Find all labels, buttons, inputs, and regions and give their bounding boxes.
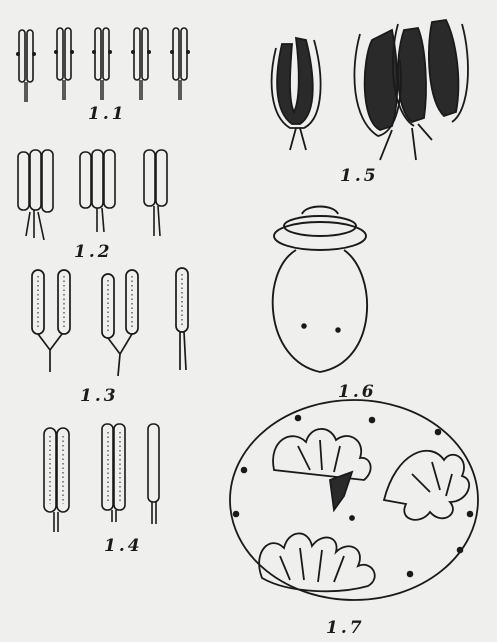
figure-label-1-7: 1.7: [326, 618, 365, 638]
figure-1-7-drawing: [230, 400, 478, 600]
figure-1-6-drawing: [273, 207, 367, 373]
figure-label-1-4: 1.4: [104, 536, 143, 556]
figure-1-1-drawing: [16, 28, 190, 102]
figure-label-1-1: 1.1: [88, 104, 127, 124]
figure-label-1-3: 1.3: [80, 386, 119, 406]
figure-label-1-2: 1.2: [74, 242, 113, 262]
figure-label-1-5: 1.5: [340, 166, 379, 186]
figure-1-5-drawing: [272, 20, 468, 160]
figure-label-1-6: 1.6: [338, 382, 377, 402]
figure-1-4-drawing: [44, 424, 159, 532]
figure-1-2-drawing: [18, 150, 167, 240]
figure-1-3-drawing: [32, 268, 188, 376]
